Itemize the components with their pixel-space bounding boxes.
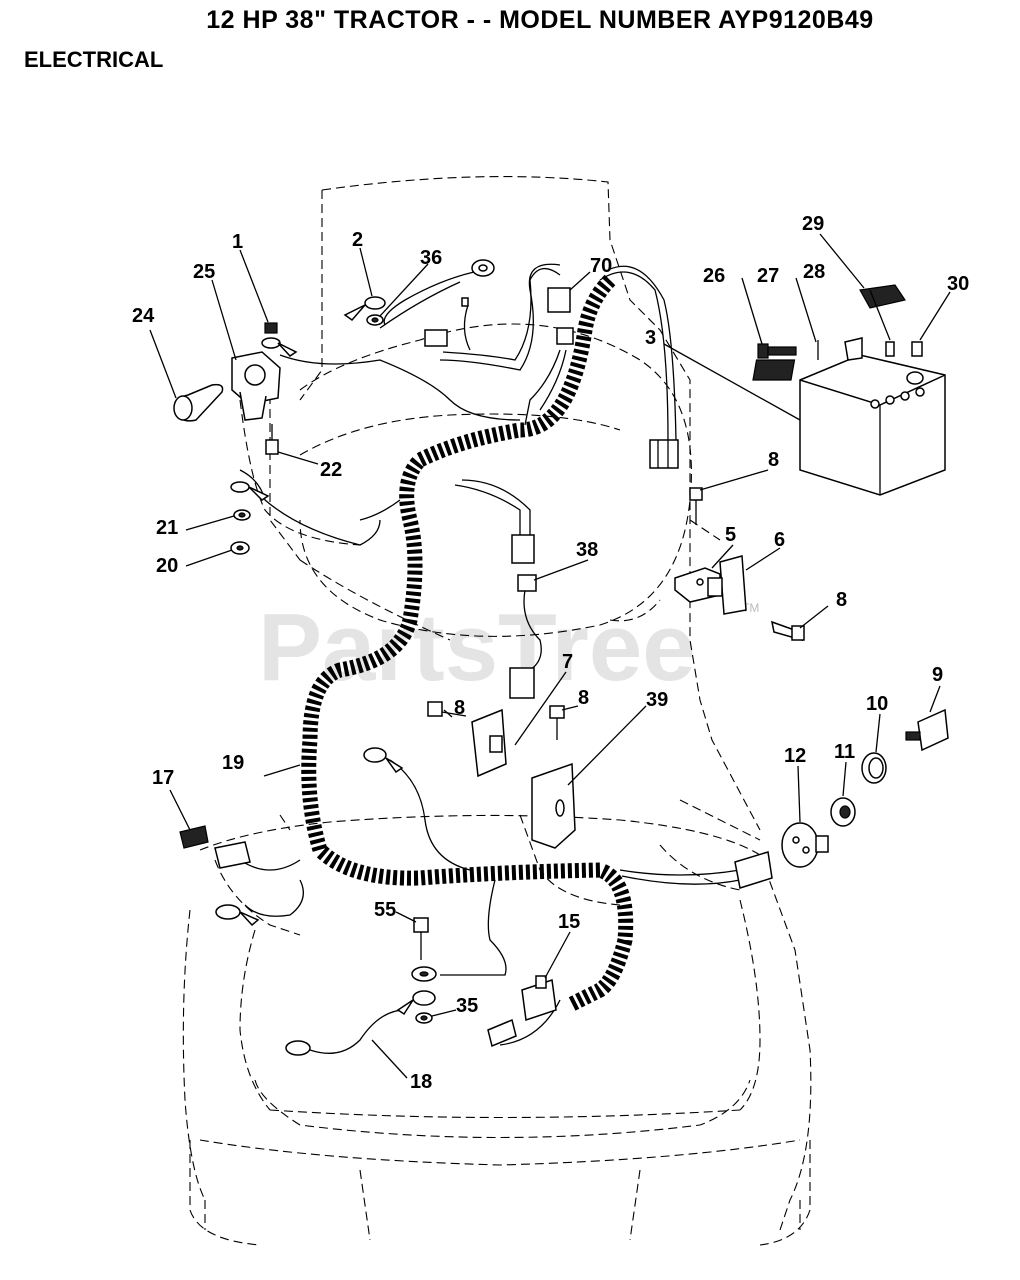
callout-29: 29: [802, 213, 824, 235]
part-18-ground-wire: [285, 1040, 311, 1056]
terminal-ring-top: [383, 259, 495, 326]
callout-21: 21: [156, 517, 178, 539]
terminal-ring-mid: [363, 747, 404, 774]
callout-22: 22: [320, 459, 342, 481]
terminal-ring-lower-left: [215, 904, 260, 927]
part-22-bolt: [265, 424, 279, 455]
wiring: [239, 263, 741, 1054]
terminal-ring-35: [396, 990, 436, 1016]
part-21-washer: [233, 509, 251, 521]
callout-10: 10: [866, 693, 888, 715]
callout-26: 26: [703, 265, 725, 287]
terminal-ring-55: [411, 966, 437, 982]
callout-28: 28: [803, 261, 825, 283]
callout-25: 25: [193, 261, 215, 283]
part-6-switch: [707, 555, 747, 615]
callout-3: 3: [645, 327, 656, 349]
callout-19: 19: [222, 752, 244, 774]
part-28-terminal: [844, 337, 895, 361]
callout-8-bracket: 8: [836, 589, 847, 611]
callout-70: 70: [590, 255, 612, 277]
callout-39: 39: [646, 689, 668, 711]
part-25-solenoid: [231, 351, 281, 421]
part-39-bracket: [531, 762, 576, 849]
part-70-connector: [424, 287, 574, 347]
terminal-ring-left: [230, 481, 270, 501]
part-29-cover: [859, 284, 906, 309]
part-20-nut: [230, 541, 250, 555]
part-2-ring-terminal: [343, 296, 386, 322]
callout-30: 30: [947, 273, 969, 295]
callout-17: 17: [152, 767, 174, 789]
part-30-nut: [911, 341, 923, 357]
coiled-wire-harness: [301, 274, 634, 1012]
part-8-bolt-a: [689, 487, 703, 525]
callout-15: 15: [558, 911, 580, 933]
part-15-switch: [487, 975, 557, 1048]
section-label: ELECTRICAL: [24, 47, 164, 72]
part-17-fuse: [179, 825, 251, 869]
diagram-title: 12 HP 38" TRACTOR - - MODEL NUMBER AYP91…: [206, 6, 874, 34]
tractor-outline: [182, 176, 812, 1246]
callout-7: 7: [562, 651, 573, 673]
part-9-key: [905, 708, 949, 752]
ignition-plug: [734, 851, 773, 889]
part-35-washer: [415, 1012, 433, 1024]
callout-35: 35: [456, 995, 478, 1017]
callout-38: 38: [576, 539, 598, 561]
callout-5: 5: [725, 524, 736, 546]
callout-36: 36: [420, 247, 442, 269]
part-1-nut: [261, 322, 298, 357]
leader-lines: [149, 233, 951, 1079]
callout-2: 2: [352, 229, 363, 251]
part-26-bolt: [757, 343, 797, 359]
harness-connector-right: [649, 439, 679, 469]
callout-8-plate: 8: [578, 687, 589, 709]
callout-12: 12: [784, 745, 806, 767]
part-7-switch: [471, 708, 507, 778]
part-11-nut: [830, 797, 856, 827]
part-36-washer: [366, 314, 384, 326]
callout-27: 27: [757, 265, 779, 287]
part-8-bolt-d: [549, 705, 565, 740]
callout-11: 11: [834, 741, 855, 763]
callout-20: 20: [156, 555, 178, 577]
part-8-bolt-b: [771, 620, 805, 642]
callout-24: 24: [132, 305, 155, 327]
callout-1: 1: [232, 231, 243, 253]
callouts: 1 2 3 5 6 7 8 8 8 8 9 10 11 12 15 17 18 …: [132, 213, 969, 1093]
callout-55: 55: [374, 899, 396, 921]
callout-8-battery: 8: [768, 449, 779, 471]
part-10-bezel: [861, 752, 887, 784]
part-55-bolt: [413, 917, 429, 960]
callout-9: 9: [932, 664, 943, 686]
callout-6: 6: [774, 529, 785, 551]
part-8-bolt-c: [427, 701, 467, 717]
part-24-boot: [173, 383, 224, 422]
part-3-battery: [752, 354, 946, 496]
part-38-connector: [509, 534, 537, 699]
callout-8-switch: 8: [454, 697, 465, 719]
callout-18: 18: [410, 1071, 432, 1093]
part-12-ignition-switch: [781, 822, 829, 868]
